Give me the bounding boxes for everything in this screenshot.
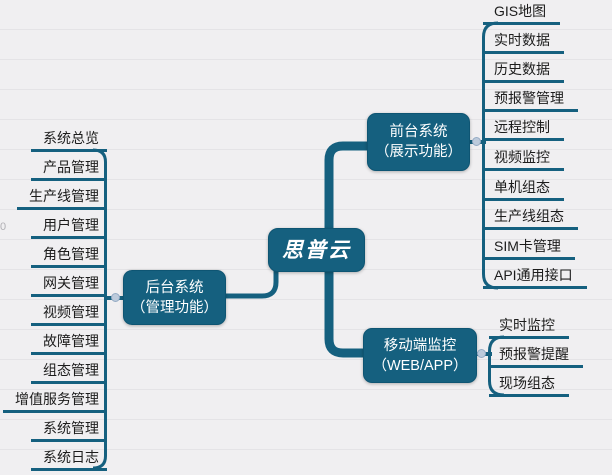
child-topic[interactable]: 实时数据	[483, 31, 564, 54]
child-topic[interactable]: 实时监控	[489, 316, 569, 339]
child-topic[interactable]: 视频监控	[483, 148, 564, 171]
child-topic[interactable]: 网关管理	[31, 274, 107, 297]
branch-title-line1: 前台系统	[389, 124, 448, 140]
root-node-label: 思普云	[282, 236, 351, 262]
child-topic[interactable]: 系统管理	[31, 419, 107, 442]
child-topic[interactable]: 系统总览	[31, 129, 107, 152]
child-topic[interactable]: 组态管理	[31, 361, 107, 384]
child-topic[interactable]: 生产线管理	[17, 187, 107, 210]
branch-node-mobile[interactable]: 移动端监控 （WEB/APP）	[363, 328, 477, 383]
collapse-dot-mobile[interactable]	[477, 349, 486, 358]
root-node[interactable]: 思普云	[268, 228, 365, 272]
backend-connector-line	[226, 266, 279, 299]
branch-title-line2: （管理功能）	[131, 299, 218, 316]
child-topic[interactable]: 故障管理	[31, 332, 107, 355]
branch-title-line2: （展示功能）	[375, 144, 462, 160]
child-topic[interactable]: API通用接口	[483, 266, 587, 289]
stray-mark: 0	[0, 221, 7, 233]
branch-node-frontend[interactable]: 前台系统 （展示功能）	[367, 113, 470, 171]
child-topic[interactable]: 生产线组态	[483, 207, 578, 230]
child-topic[interactable]: 预报警提醒	[489, 345, 583, 368]
child-topic[interactable]: 现场组态	[489, 374, 569, 397]
child-topic[interactable]: 系统日志	[31, 448, 107, 471]
collapse-dot-backend[interactable]	[111, 293, 120, 302]
branch-title-line2: （WEB/APP）	[372, 357, 468, 374]
child-topic[interactable]: 远程控制	[483, 118, 564, 141]
child-topic[interactable]: 增值服务管理	[3, 390, 107, 413]
child-topic[interactable]: SIM卡管理	[483, 237, 575, 260]
branch-node-backend[interactable]: 后台系统 （管理功能）	[123, 270, 226, 325]
child-topic[interactable]: 预报警管理	[483, 89, 578, 112]
branch-title-line1: 移动端监控	[383, 337, 457, 354]
child-topic[interactable]: 角色管理	[31, 245, 107, 268]
child-topic[interactable]: 视频管理	[31, 303, 107, 326]
branch-title-line1: 后台系统	[145, 279, 204, 296]
child-topic[interactable]: 用户管理	[31, 216, 107, 239]
child-topic[interactable]: 单机组态	[483, 178, 564, 201]
child-topic[interactable]: GIS地图	[483, 2, 561, 25]
child-topic[interactable]: 产品管理	[31, 158, 107, 181]
collapse-dot-frontend[interactable]	[472, 137, 481, 146]
child-topic[interactable]: 历史数据	[483, 60, 564, 83]
